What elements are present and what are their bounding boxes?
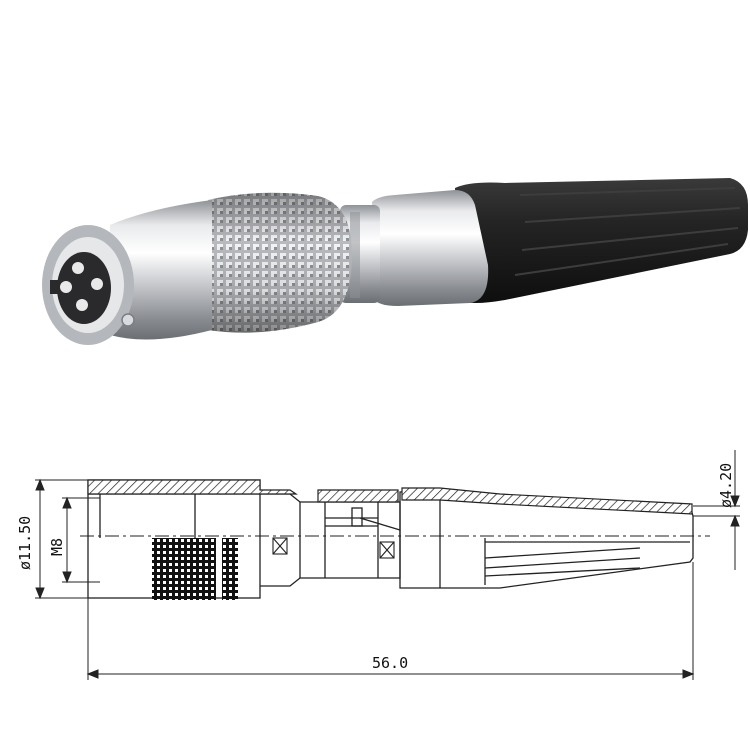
technical-drawing: ø11.50 M8 ø4.20 56.0 [0, 430, 750, 728]
cable-boot [455, 178, 748, 303]
socket-contacts [60, 262, 103, 311]
locking-pin [121, 313, 135, 327]
boot-ribs [514, 187, 741, 276]
front-shell [110, 200, 212, 340]
dim-length-label: 56.0 [372, 654, 408, 672]
connector-assembly [42, 178, 748, 345]
hatched-boot [401, 487, 693, 515]
hatched-coupling [87, 479, 298, 495]
rear-sleeve [372, 190, 489, 306]
dim-thread-label: M8 [48, 538, 66, 556]
dim-cable-diameter-label: ø4.20 [717, 463, 735, 508]
dim-overall-diameter-label: ø11.50 [16, 516, 34, 570]
socket-insert [57, 252, 111, 324]
knurl-pattern [152, 538, 216, 600]
x-marks [272, 537, 395, 559]
hatched-sleeve [317, 489, 399, 503]
dimension-lines [35, 450, 740, 680]
connector-photo [42, 178, 748, 345]
